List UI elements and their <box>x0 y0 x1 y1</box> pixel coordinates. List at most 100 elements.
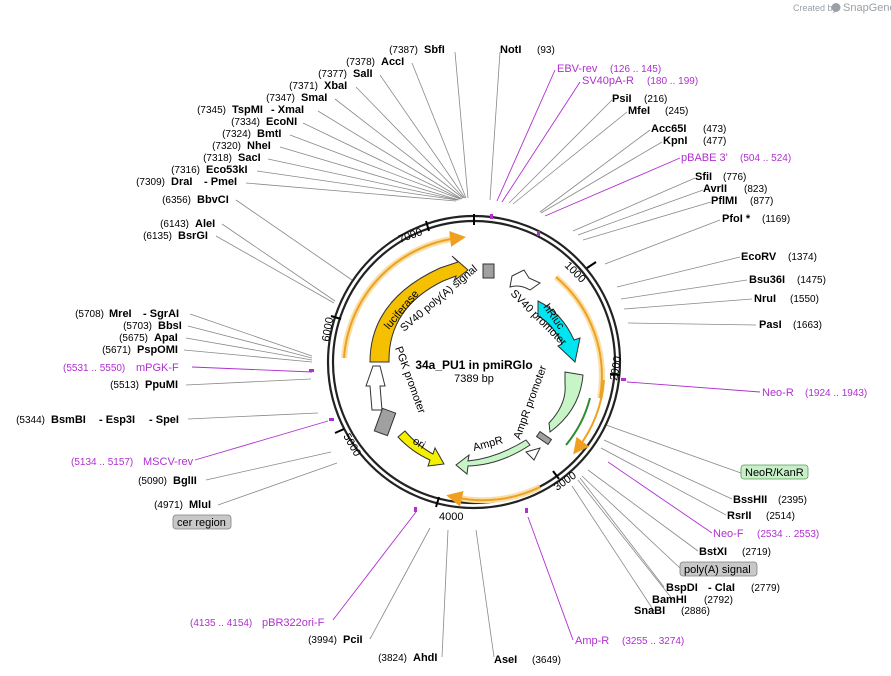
site-name[interactable]: SmaI <box>301 92 327 104</box>
site-name[interactable]: SalI <box>353 68 373 80</box>
site-pos: (3824) <box>378 653 407 664</box>
site-name[interactable]: NheI <box>247 140 271 152</box>
site-name[interactable]: TspMI <box>232 104 263 116</box>
site-pos: (6143) <box>160 219 189 230</box>
site-name[interactable]: NruI <box>754 293 776 305</box>
primer-name[interactable]: EBV-rev <box>557 63 598 75</box>
site-name[interactable]: PciI <box>343 634 363 646</box>
site-name[interactable]: BspDI <box>666 582 698 594</box>
primer-name[interactable]: MSCV-rev <box>143 456 194 468</box>
site-name[interactable]: Eco53kI <box>206 164 248 176</box>
site-name[interactable]: AleI <box>195 218 215 230</box>
site-pos: (1550) <box>790 294 819 305</box>
site-name[interactable]: AseI <box>494 654 517 666</box>
luciferase-feature <box>369 255 469 363</box>
site-pos: (1374) <box>788 252 817 263</box>
site-pos: (823) <box>744 184 767 195</box>
ampr-promoter-feature <box>548 371 584 433</box>
credit-brand: SnapGene <box>843 2 891 14</box>
site-name[interactable]: MreI <box>109 308 132 320</box>
site-name[interactable]: NotI <box>500 44 521 56</box>
site-name[interactable]: MfeI <box>628 105 650 117</box>
site-pos: (7345) <box>197 105 226 116</box>
badge-neor-kanr[interactable] <box>740 464 809 480</box>
site-name[interactable]: DraI <box>171 176 192 188</box>
site-name[interactable]: Acc65I <box>651 123 686 135</box>
site-pos: (7387) <box>389 45 418 56</box>
primer-name[interactable]: SV40pA-R <box>582 75 634 87</box>
site-name[interactable]: BstXI <box>699 546 727 558</box>
site-name[interactable]: AhdI <box>413 652 437 664</box>
badge-label: cer region <box>177 517 226 529</box>
primer-range: (2534 .. 2553) <box>757 529 819 540</box>
feature-label-pgk-promoter: PGK promoter <box>392 345 427 415</box>
primer-site-marks <box>309 214 626 513</box>
primer-name[interactable]: pBABE 3' <box>681 152 728 164</box>
site-pos: (7318) <box>203 153 232 164</box>
site-name[interactable]: PspOMI <box>137 344 178 356</box>
ring-ticks <box>330 214 621 508</box>
site-name[interactable]: PsiI <box>612 93 632 105</box>
primer-range: (4135 .. 4154) <box>190 618 252 629</box>
site-alt: - ClaI <box>708 582 735 594</box>
site-alt: - SgrAI <box>143 308 179 320</box>
sv40-polya-feature <box>482 263 495 279</box>
primer-name[interactable]: Neo-R <box>762 387 794 399</box>
site-name[interactable]: XbaI <box>324 80 347 92</box>
plasmid-name: 34a_PU1 in pmiRGlo <box>415 358 532 372</box>
site-name[interactable]: BglII <box>173 475 197 487</box>
site-pos: (1169) <box>762 214 790 225</box>
site-name[interactable]: MluI <box>189 499 211 511</box>
badge-label: NeoR/KanR <box>745 467 804 479</box>
small-gray-feature <box>535 430 553 446</box>
badge-cer-region[interactable] <box>172 514 232 530</box>
snapgene-logo-icon <box>831 3 841 12</box>
site-pos: (477) <box>703 136 726 147</box>
site-name[interactable]: PfoI * <box>722 213 751 225</box>
tick-label: 1000 <box>562 260 588 286</box>
site-name[interactable]: ApaI <box>154 332 178 344</box>
primer-range: (1924 .. 1943) <box>805 388 867 399</box>
site-pos: (5703) <box>123 321 152 332</box>
site-pos: (3649) <box>532 655 561 666</box>
site-name[interactable]: BamHI <box>652 594 687 606</box>
site-pos: (2719) <box>742 547 771 558</box>
primer-name[interactable]: Neo-F <box>713 528 744 540</box>
site-name[interactable]: SacI <box>238 152 261 164</box>
site-name[interactable]: SfiI <box>695 171 712 183</box>
primer-name[interactable]: pBR322ori-F <box>262 617 325 629</box>
primer-range: (5134 .. 5157) <box>71 457 133 468</box>
site-labels-right: NotI (93) PsiI (216) MfeI (245) Acc65I (… <box>500 44 826 617</box>
badge-polya-signal[interactable] <box>679 561 758 577</box>
site-name[interactable]: BbsI <box>158 320 182 332</box>
site-name[interactable]: BmtI <box>257 128 281 140</box>
site-name[interactable]: AvrII <box>703 183 727 195</box>
primer-name[interactable]: Amp-R <box>575 635 609 647</box>
site-name[interactable]: SnaBI <box>634 605 665 617</box>
site-name[interactable]: AccI <box>381 56 404 68</box>
site-name[interactable]: BssHII <box>733 494 767 506</box>
site-name[interactable]: BbvCI <box>197 194 229 206</box>
site-name[interactable]: PpuMI <box>145 379 178 391</box>
site-pos: (7377) <box>318 69 347 80</box>
site-pos: (4971) <box>154 500 183 511</box>
tick-label: 7000 <box>397 226 424 246</box>
site-name[interactable]: EcoNI <box>266 116 297 128</box>
site-pos: (5708) <box>75 309 104 320</box>
site-name[interactable]: RsrII <box>727 510 751 522</box>
primer-leader-lines <box>191 69 761 641</box>
primer-name[interactable]: mPGK-F <box>136 362 179 374</box>
site-name[interactable]: PflMI <box>711 195 737 207</box>
site-name[interactable]: PasI <box>759 319 782 331</box>
site-name[interactable]: SbfI <box>424 44 445 56</box>
site-name[interactable]: BsmBI <box>51 414 86 426</box>
ori-feature <box>397 430 445 467</box>
site-name[interactable]: EcoRV <box>741 251 777 263</box>
site-name[interactable]: BsrGI <box>178 230 208 242</box>
site-pos: (3994) <box>308 635 337 646</box>
site-alt: - XmaI <box>271 104 304 116</box>
site-name[interactable]: Bsu36I <box>749 274 785 286</box>
small-white-feature <box>525 447 541 461</box>
site-labels-left: MreI - SgrAI (5708) BbsI (5703) ApaI (56… <box>16 308 211 511</box>
site-name[interactable]: KpnI <box>663 135 687 147</box>
